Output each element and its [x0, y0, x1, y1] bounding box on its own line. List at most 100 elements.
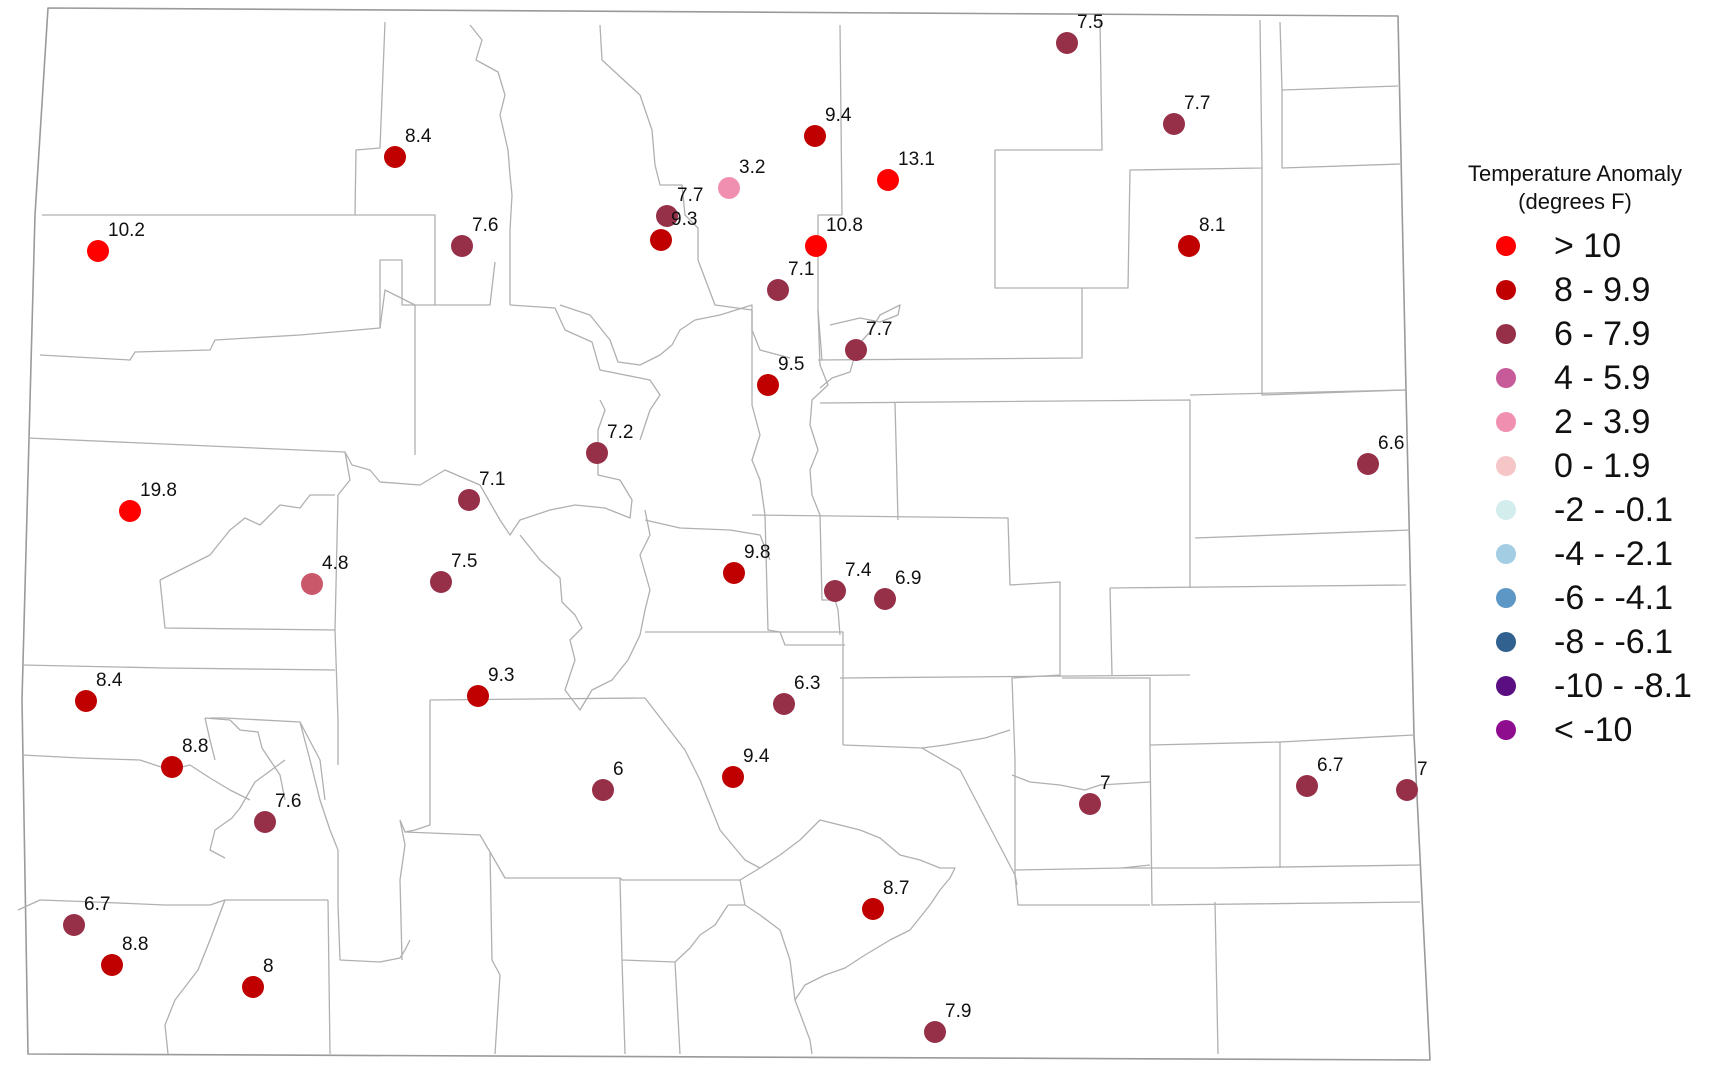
station-marker	[1056, 32, 1078, 54]
legend-label: -4 - -2.1	[1554, 534, 1674, 573]
station-label: 7.1	[479, 469, 505, 490]
station-label: 10.8	[826, 215, 863, 236]
station-marker	[384, 146, 406, 168]
legend-swatch	[1496, 324, 1516, 344]
station-marker	[451, 235, 473, 257]
station-label: 7.9	[945, 1001, 971, 1022]
station: 19.8	[119, 480, 177, 522]
legend-title-line1: Temperature Anomaly	[1468, 161, 1682, 186]
station-marker	[656, 205, 678, 227]
legend-swatch	[1496, 456, 1516, 476]
station-label: 7.7	[866, 319, 892, 340]
station-label: 8.8	[122, 934, 148, 955]
station: 10.2	[87, 220, 145, 262]
station: 6	[592, 759, 624, 801]
station-label: 7.4	[845, 560, 872, 581]
station: 9.4	[722, 746, 770, 788]
station-label: 8.1	[1199, 215, 1225, 236]
legend-item: 4 - 5.9	[1440, 356, 1710, 400]
station-label: 6.7	[1317, 755, 1343, 776]
station-label: 19.8	[140, 480, 177, 501]
legend-label: > 10	[1554, 226, 1622, 265]
station-label: 7.6	[472, 215, 498, 236]
station-marker	[161, 756, 183, 778]
station-label: 13.1	[898, 149, 935, 170]
station: 9.8	[723, 542, 770, 584]
station: 7.7	[656, 185, 703, 227]
station-label: 7.7	[677, 185, 703, 206]
station-marker	[87, 240, 109, 262]
legend-swatch	[1496, 588, 1516, 608]
station: 8.7	[862, 878, 909, 920]
station-marker	[1178, 235, 1200, 257]
station-marker	[862, 898, 884, 920]
station: 7	[1396, 759, 1428, 801]
legend-label: -10 - -8.1	[1554, 666, 1692, 705]
legend-label: 6 - 7.9	[1554, 314, 1651, 353]
county-boundaries	[17, 7, 1431, 1061]
station-label: 8.8	[182, 736, 208, 757]
station-marker	[63, 914, 85, 936]
station: 6.7	[63, 894, 110, 936]
station: 7.9	[924, 1001, 971, 1043]
station-label: 10.2	[108, 220, 145, 241]
station: 7.5	[1056, 12, 1103, 54]
legend-item: 8 - 9.9	[1440, 268, 1710, 312]
station-marker	[757, 374, 779, 396]
station: 9.5	[757, 354, 804, 396]
station: 8.4	[75, 670, 123, 712]
legend-swatch	[1496, 676, 1516, 696]
station-marker	[1357, 453, 1379, 475]
station: 6.7	[1296, 755, 1343, 797]
station: 7.7	[845, 319, 892, 361]
legend-item: 2 - 3.9	[1440, 400, 1710, 444]
station-label: 7.2	[607, 422, 633, 443]
station-label: 9.3	[671, 209, 697, 230]
station: 6.9	[874, 568, 921, 610]
station-marker	[119, 500, 141, 522]
legend-item: 6 - 7.9	[1440, 312, 1710, 356]
station-label: 9.5	[778, 354, 804, 375]
station: 8.8	[161, 736, 208, 778]
station-label: 9.4	[743, 746, 770, 767]
station-markers: 7.5 7.7 9.4 8.4 13.1 3.2 7.7 9.3 10.2 7.6 10.8 8.1 7…	[63, 12, 1428, 1043]
station: 8	[242, 956, 274, 998]
legend-label: 2 - 3.9	[1554, 402, 1651, 441]
station-marker	[592, 779, 614, 801]
station: 3.2	[718, 157, 765, 199]
station-marker	[874, 588, 896, 610]
station-marker	[767, 279, 789, 301]
legend-swatch	[1496, 236, 1516, 256]
legend-item: 0 - 1.9	[1440, 444, 1710, 488]
station: 7.6	[254, 791, 301, 833]
station-marker	[805, 235, 827, 257]
legend-item: -2 - -0.1	[1440, 488, 1710, 532]
station-label: 7.6	[275, 791, 301, 812]
station-marker	[877, 169, 899, 191]
station: 6.3	[773, 673, 820, 715]
legend-swatch	[1496, 720, 1516, 740]
legend-label: 4 - 5.9	[1554, 358, 1651, 397]
station: 6.6	[1357, 433, 1404, 475]
station-label: 8.7	[883, 878, 909, 899]
station-label: 8.4	[405, 126, 432, 147]
station-marker	[924, 1021, 946, 1043]
station: 8.4	[384, 126, 432, 168]
legend-item: > 10	[1440, 224, 1710, 268]
station-marker	[586, 442, 608, 464]
station-marker	[242, 976, 264, 998]
station: 13.1	[877, 149, 935, 191]
station: 9.4	[804, 105, 852, 147]
legend-swatch	[1496, 544, 1516, 564]
station-marker	[75, 690, 97, 712]
station-marker	[845, 339, 867, 361]
legend-label: 0 - 1.9	[1554, 446, 1651, 485]
station: 7.1	[458, 469, 505, 511]
station-marker	[718, 177, 740, 199]
station: 7.1	[767, 259, 814, 301]
station-label: 7.5	[1077, 12, 1103, 33]
station-label: 9.4	[825, 105, 852, 126]
legend-item: -6 - -4.1	[1440, 576, 1710, 620]
station-label: 3.2	[739, 157, 765, 178]
